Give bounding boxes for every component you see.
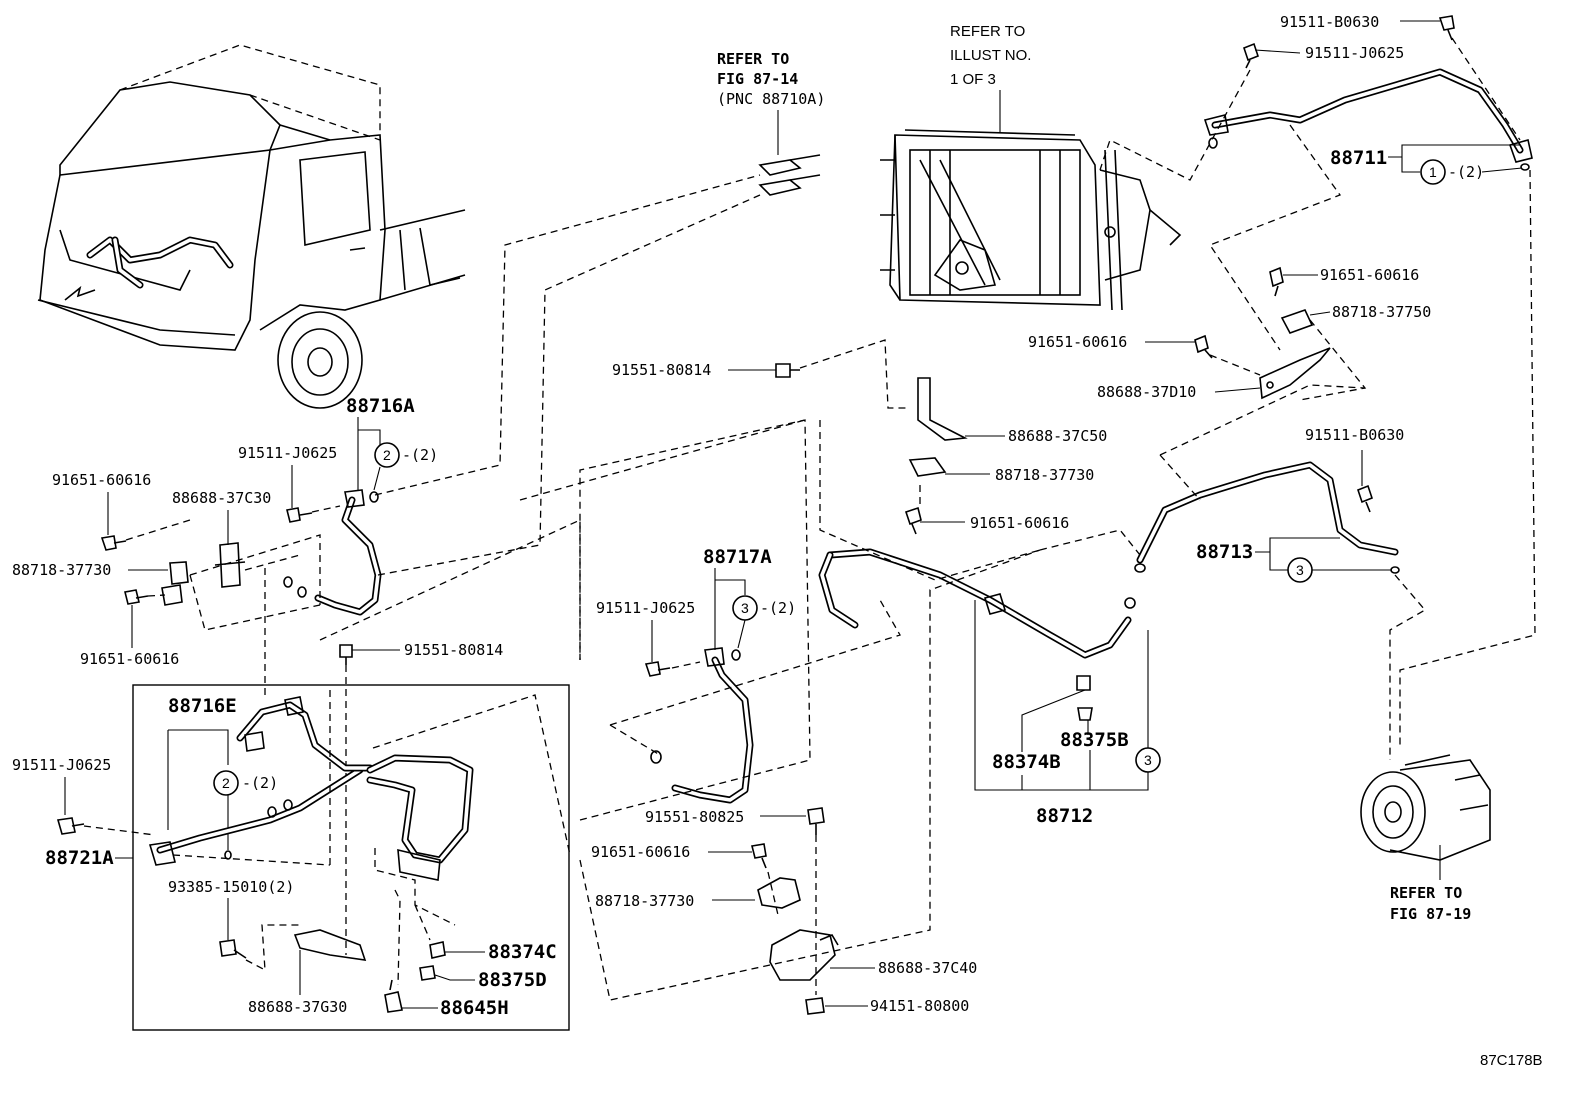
svg-text:88717A: 88717A bbox=[703, 546, 772, 568]
pipe-88716A: 88716A 2 -(2) 91511-J0625 91651-60616 88… bbox=[12, 174, 761, 695]
svg-text:91511-B0630: 91511-B0630 bbox=[1280, 13, 1379, 31]
svg-text:REFER TO: REFER TO bbox=[1390, 884, 1462, 902]
svg-text:88688-37C50: 88688-37C50 bbox=[1008, 427, 1107, 445]
svg-text:88718-37750: 88718-37750 bbox=[1332, 303, 1431, 321]
svg-text:2: 2 bbox=[222, 775, 230, 791]
bracket-37D10-group: 91651-60616 88718-37750 91651-60616 8868… bbox=[1028, 266, 1431, 401]
svg-text:91551-80814: 91551-80814 bbox=[612, 361, 711, 379]
svg-text:88716A: 88716A bbox=[346, 395, 415, 417]
svg-text:91651-60616: 91651-60616 bbox=[1320, 266, 1419, 284]
svg-text:88711: 88711 bbox=[1330, 147, 1387, 169]
svg-text:88375D: 88375D bbox=[478, 969, 547, 991]
svg-text:88713: 88713 bbox=[1196, 541, 1253, 563]
bolt-91551-80814-left: 91551-80814 bbox=[319, 518, 581, 955]
bracket-37C40-group: 91551-80825 91651-60616 88718-37730 8868… bbox=[579, 549, 1041, 1015]
pipe-88711: 91511-B0630 91511-J0625 88711 1 -(2) bbox=[1099, 13, 1536, 745]
svg-text:3: 3 bbox=[741, 600, 749, 616]
svg-text:93385-15010(2): 93385-15010(2) bbox=[168, 878, 294, 896]
svg-text:91651-60616: 91651-60616 bbox=[970, 514, 1069, 532]
receiver-assembly-box: 88716E 2 -(2) 91511-J0625 88721A 93385-1… bbox=[12, 684, 571, 1031]
svg-text:88688-37D10: 88688-37D10 bbox=[1097, 383, 1196, 401]
svg-text:REFER TO: REFER TO bbox=[717, 50, 789, 68]
condenser bbox=[880, 90, 1182, 311]
pipe-88713: 91511-B0630 88713 3 bbox=[1124, 384, 1427, 760]
svg-text:3: 3 bbox=[1144, 752, 1152, 768]
svg-text:REFER TO: REFER TO bbox=[950, 23, 1025, 40]
svg-text:(PNC 88710A): (PNC 88710A) bbox=[717, 90, 825, 108]
svg-text:88718-37730: 88718-37730 bbox=[12, 561, 111, 579]
svg-text:-(2): -(2) bbox=[1448, 163, 1484, 181]
svg-text:88718-37730: 88718-37730 bbox=[995, 466, 1094, 484]
pipe-88712: 88374B 88375B 3 88712 bbox=[818, 420, 1161, 827]
svg-text:88645H: 88645H bbox=[440, 997, 509, 1019]
svg-text:91551-80825: 91551-80825 bbox=[645, 808, 744, 826]
svg-text:88721A: 88721A bbox=[45, 847, 114, 869]
svg-text:91511-B0630: 91511-B0630 bbox=[1305, 426, 1404, 444]
svg-text:94151-80800: 94151-80800 bbox=[870, 997, 969, 1015]
svg-text:88718-37730: 88718-37730 bbox=[595, 892, 694, 910]
compressor: REFER TO FIG 87-19 bbox=[1360, 754, 1491, 923]
svg-text:91511-J0625: 91511-J0625 bbox=[596, 599, 695, 617]
svg-text:88374B: 88374B bbox=[992, 751, 1061, 773]
pipe-88717A: 88717A 3 -(2) 91511-J0625 bbox=[519, 419, 901, 821]
svg-text:91651-60616: 91651-60616 bbox=[80, 650, 179, 668]
svg-text:FIG 87-19: FIG 87-19 bbox=[1390, 905, 1471, 923]
svg-text:88712: 88712 bbox=[1036, 805, 1093, 827]
svg-text:91651-60616: 91651-60616 bbox=[52, 471, 151, 489]
svg-text:-(2): -(2) bbox=[402, 446, 438, 464]
svg-text:-(2): -(2) bbox=[242, 774, 278, 792]
svg-text:91511-J0625: 91511-J0625 bbox=[1305, 44, 1404, 62]
svg-text:88375B: 88375B bbox=[1060, 729, 1129, 751]
svg-text:ILLUST NO.: ILLUST NO. bbox=[950, 47, 1031, 64]
svg-text:88688-37C30: 88688-37C30 bbox=[172, 489, 271, 507]
bracket-37C50-group: 91551-80814 88688-37C50 88718-37730 9165… bbox=[612, 339, 1107, 535]
svg-text:88374C: 88374C bbox=[488, 941, 557, 963]
svg-text:88688-37C40: 88688-37C40 bbox=[878, 959, 977, 977]
svg-text:91651-60616: 91651-60616 bbox=[1028, 333, 1127, 351]
svg-text:1 OF 3: 1 OF 3 bbox=[950, 71, 996, 88]
ref-fig-87-14: REFER TO FIG 87-14 (PNC 88710A) bbox=[717, 50, 825, 196]
figure-code: 87C178B bbox=[1480, 1052, 1543, 1069]
svg-text:91651-60616: 91651-60616 bbox=[591, 843, 690, 861]
svg-text:88688-37G30: 88688-37G30 bbox=[248, 998, 347, 1016]
svg-text:1: 1 bbox=[1429, 164, 1437, 180]
ref-illust-label: REFER TO ILLUST NO. 1 OF 3 bbox=[950, 23, 1031, 88]
svg-text:88716E: 88716E bbox=[168, 695, 237, 717]
svg-text:91511-J0625: 91511-J0625 bbox=[12, 756, 111, 774]
truck-illustration bbox=[37, 44, 466, 409]
svg-text:2: 2 bbox=[383, 447, 391, 463]
svg-text:91551-80814: 91551-80814 bbox=[404, 641, 503, 659]
svg-text:3: 3 bbox=[1296, 562, 1304, 578]
svg-text:-(2): -(2) bbox=[760, 599, 796, 617]
svg-text:FIG 87-14: FIG 87-14 bbox=[717, 70, 798, 88]
svg-text:91511-J0625: 91511-J0625 bbox=[238, 444, 337, 462]
